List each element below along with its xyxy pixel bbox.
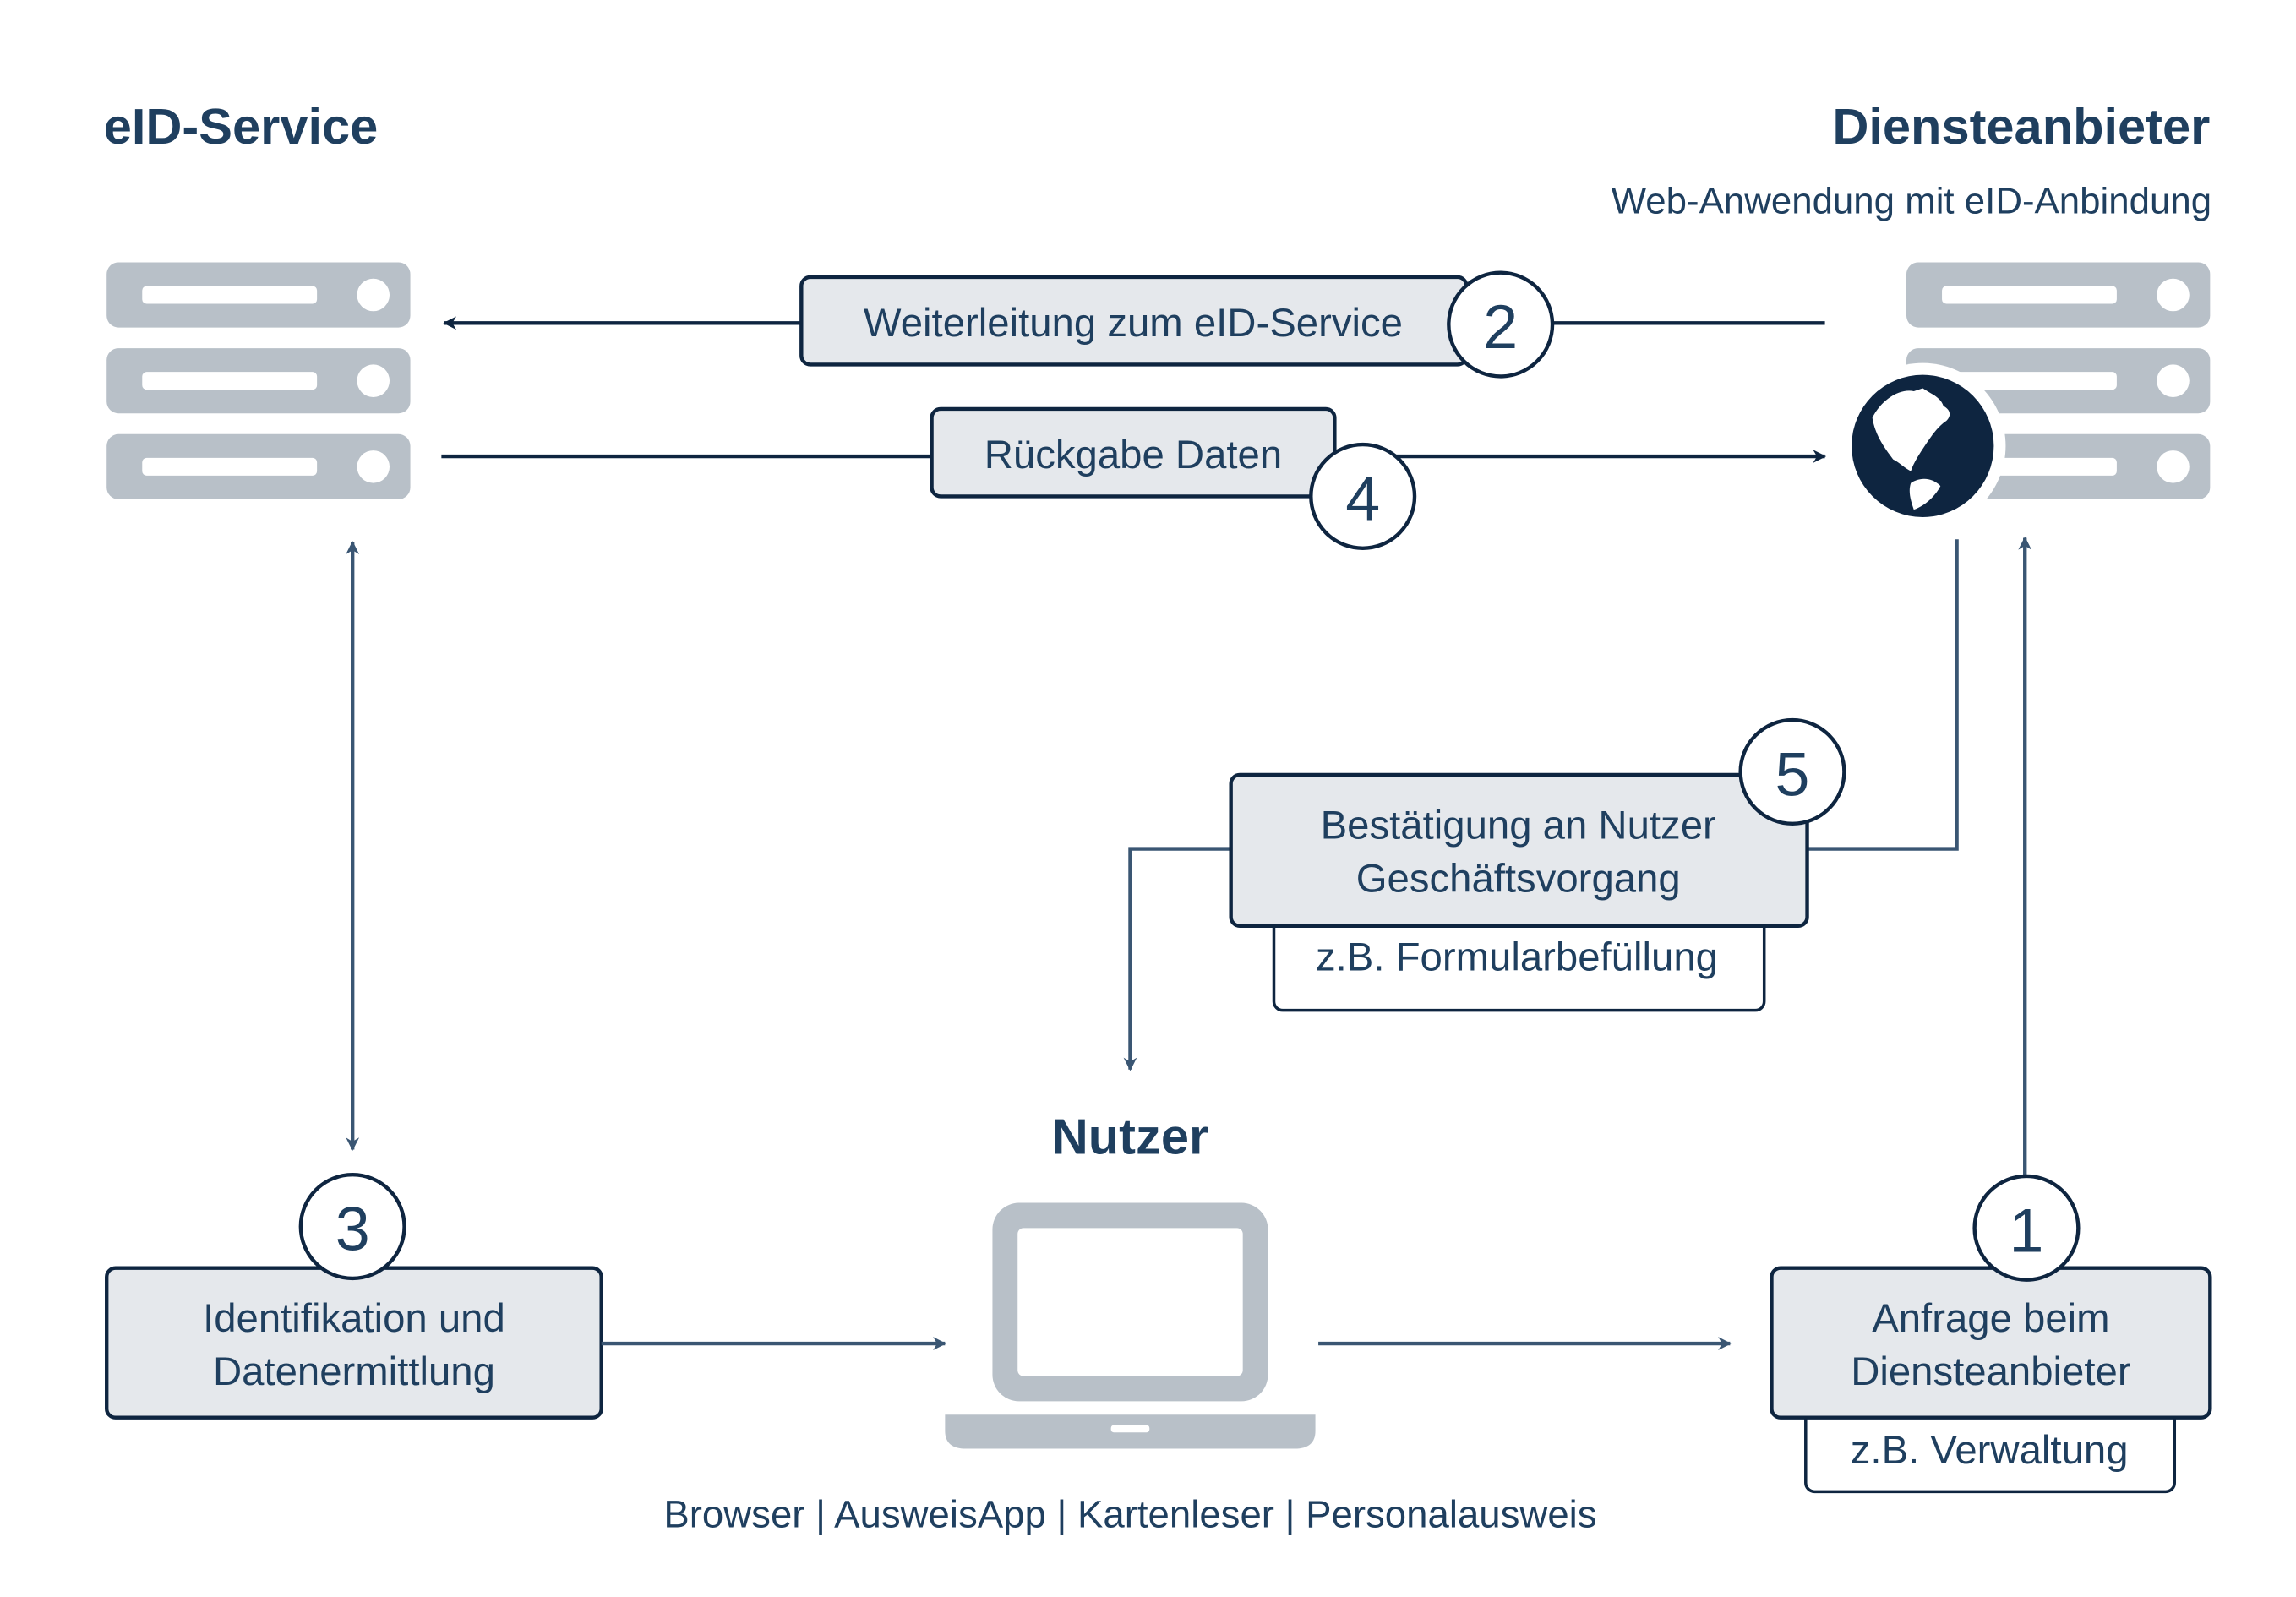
step-3-label-line-1: Identifikation und (203, 1296, 505, 1341)
step-5-label-line-1: Bestätigung an Nutzer (1321, 803, 1716, 848)
step-4-box: Rückgabe Daten (930, 406, 1337, 499)
eid-service-title: eID-Service (104, 98, 379, 155)
step-1-example: z.B. Verwaltung (1851, 1428, 2129, 1473)
step-5-number: 5 (1775, 739, 1810, 809)
step-3-box: Identifikation und Datenermittlung (105, 1266, 603, 1420)
user-title: Nutzer (1052, 1109, 1208, 1165)
step-1-label-line-2: Diensteanbieter (1851, 1349, 2130, 1394)
step-2-box: Weiterleitung zum eID-Service (799, 275, 1469, 367)
step-5-label-line-2: Geschäftsvorgang (1356, 856, 1681, 901)
globe-icon (1840, 362, 2006, 529)
step-5-example: z.B. Formularbefüllung (1316, 935, 1718, 979)
step-5-badge: 5 (1738, 717, 1846, 826)
step-1-number: 1 (2009, 1195, 2043, 1265)
step-1-badge: 1 (1972, 1174, 2081, 1282)
connector-step-5-right (1807, 539, 1959, 851)
step-1-example-box: z.B. Verwaltung (1804, 1398, 2177, 1494)
step-1-label-line-1: Anfrage beim (1872, 1296, 2109, 1341)
service-provider-subtitle: Web-Anwendung mit eID-Anbindung (1612, 181, 2211, 222)
step-2-number: 2 (1483, 292, 1518, 362)
eid-server-icon (106, 262, 411, 499)
user-caption: Browser | AusweisApp | Kartenleser | Per… (663, 1492, 1596, 1535)
step-2-badge: 2 (1447, 270, 1555, 379)
step-3-label-line-2: Datenermittlung (213, 1349, 495, 1394)
step-4-number: 4 (1345, 463, 1380, 533)
laptop-icon (945, 1202, 1316, 1449)
arrow-step-5 (1123, 847, 1231, 1071)
step-1-box: Anfrage beim Diensteanbieter (1770, 1266, 2212, 1420)
step-5-box: Bestätigung an Nutzer Geschäftsvorgang (1229, 772, 1809, 928)
step-4-label: Rückgabe Daten (984, 433, 1282, 477)
step-3-number: 3 (335, 1194, 370, 1264)
service-provider-title: Diensteanbieter (1832, 98, 2210, 155)
step-3-badge: 3 (298, 1173, 406, 1281)
step-2-label: Weiterleitung zum eID-Service (864, 301, 1403, 346)
step-4-badge: 4 (1309, 442, 1417, 550)
